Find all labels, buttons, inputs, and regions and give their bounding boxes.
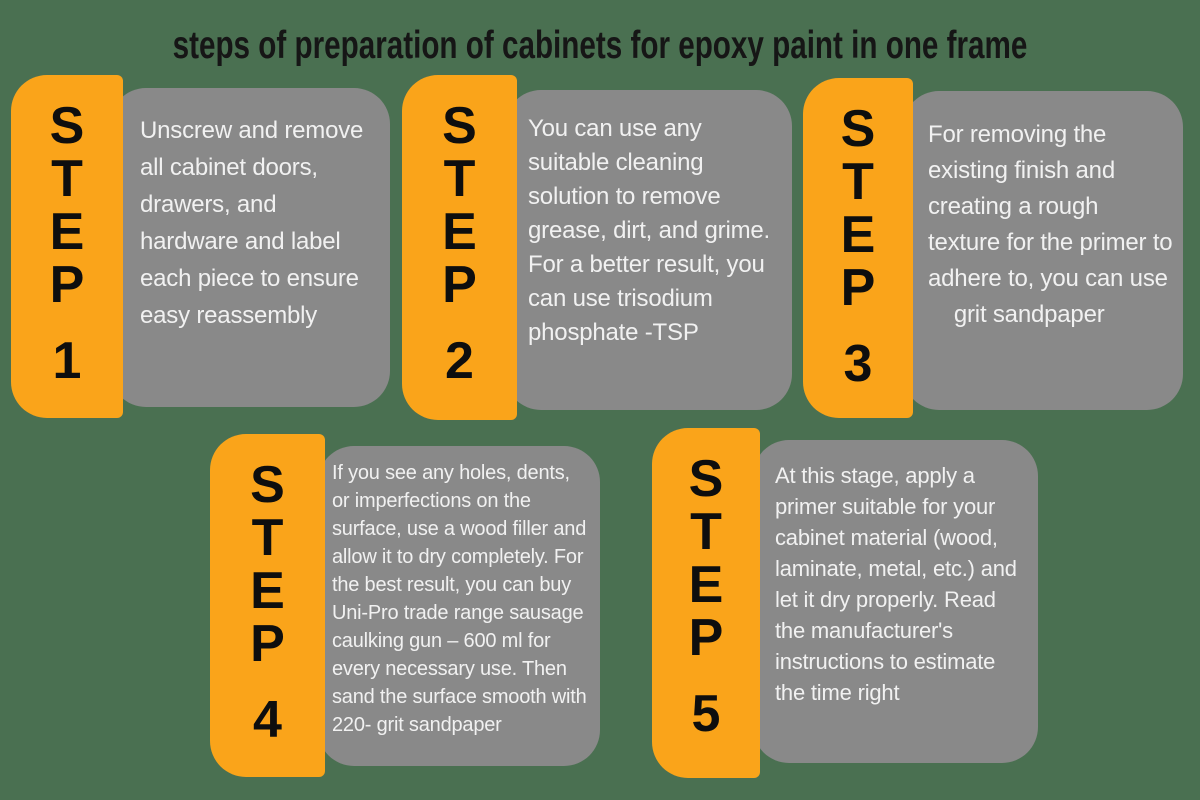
step-number: 3: [843, 335, 873, 393]
step-letter: S: [840, 100, 876, 158]
step-letter: S: [250, 456, 285, 514]
step-letter: P: [49, 256, 85, 314]
step-letter: P: [250, 615, 285, 673]
step-letter: T: [251, 509, 284, 567]
step-2-description-card: You can use any suitable cleaning soluti…: [505, 90, 792, 410]
step-letter: E: [840, 206, 876, 264]
step-number: 4: [253, 691, 282, 749]
page-title: steps of preparation of cabinets for epo…: [172, 24, 1028, 67]
step-letter: T: [443, 150, 476, 208]
step-number: 5: [691, 685, 721, 743]
step-letter: P: [688, 609, 724, 667]
step-letter: T: [842, 153, 874, 211]
step-3-description-card: For removing the existing finish and cre…: [903, 91, 1183, 410]
step-number: 2: [445, 332, 474, 390]
step-letter: E: [250, 562, 285, 620]
step-letter: S: [688, 450, 724, 508]
step-4-tab: S T E P 4: [210, 434, 325, 777]
step-2-tab: S T E P 2: [402, 75, 517, 420]
step-1-description-card: Unscrew and remove all cabinet doors, dr…: [110, 88, 390, 407]
step-3-tab: S T E P 3: [803, 78, 913, 418]
step-description: You can use any suitable cleaning soluti…: [528, 115, 770, 346]
step-4-description-card: If you see any holes, dents, or imperfec…: [318, 446, 600, 766]
step-description: If you see any holes, dents, or imperfec…: [332, 462, 587, 736]
step-letter: P: [840, 259, 876, 317]
step-1-tab: S T E P 1: [11, 75, 123, 418]
step-description: At this stage, apply a primer suitable f…: [775, 463, 1017, 705]
step-letter: S: [49, 97, 85, 155]
step-letter: P: [442, 256, 477, 314]
step-description: Unscrew and remove all cabinet doors, dr…: [140, 117, 364, 329]
step-number: 1: [52, 332, 82, 390]
step-letter: T: [690, 503, 722, 561]
step-5-tab: S T E P 5: [652, 428, 760, 778]
step-letter: E: [49, 203, 85, 261]
step-letter: T: [51, 150, 83, 208]
step-letter: S: [442, 97, 477, 155]
step-description: For removing the existing finish and cre…: [928, 121, 1173, 328]
step-letter: E: [688, 556, 724, 614]
step-letter: E: [442, 203, 477, 261]
step-5-description-card: At this stage, apply a primer suitable f…: [753, 440, 1038, 763]
